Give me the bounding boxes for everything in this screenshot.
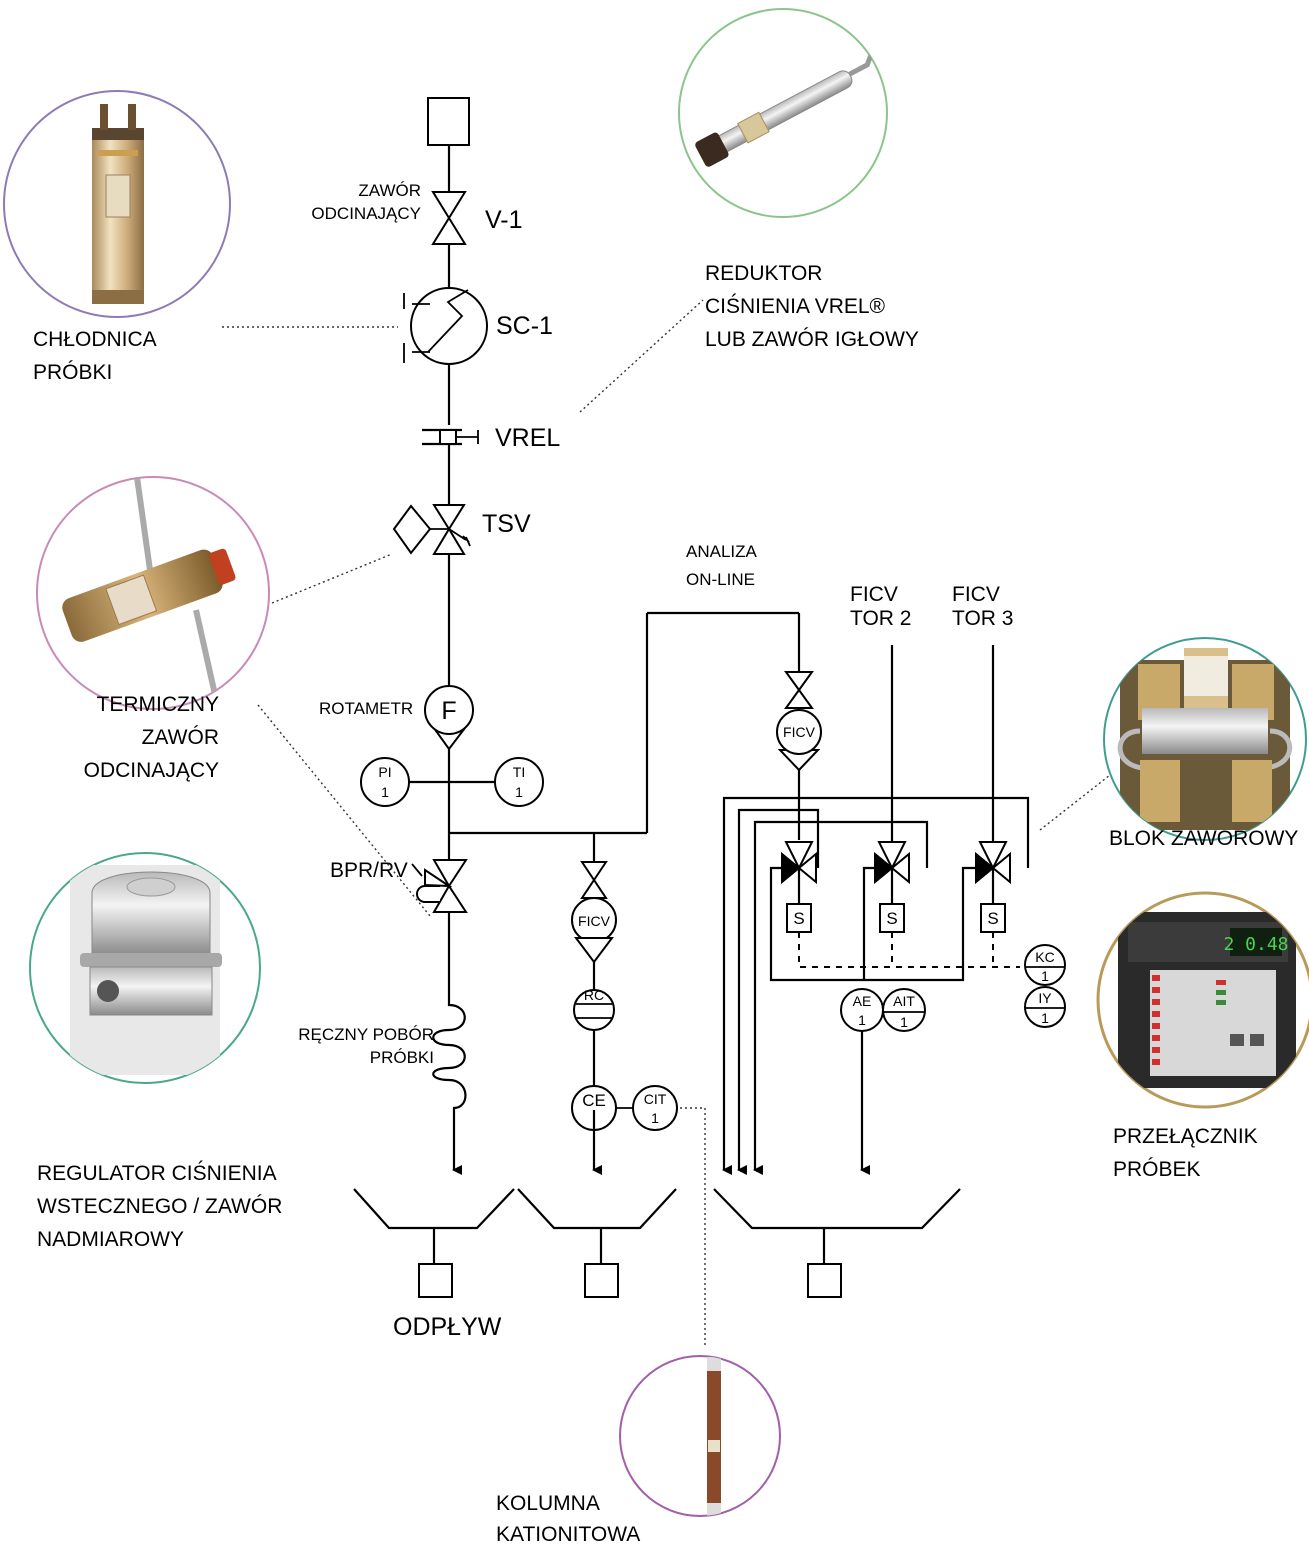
vrel-label: VREL xyxy=(495,424,560,452)
pi-number: 1 xyxy=(381,784,389,800)
reducer-callout-1: REDUKTOR xyxy=(705,262,822,285)
reducer-callout-3: LUB ZAWÓR IGŁOWY xyxy=(705,328,919,351)
thermal-callout-1: TERMICZNY xyxy=(97,693,220,716)
regulator-callout-2: WSTECZNEGO / ZAWÓR xyxy=(37,1195,282,1218)
cation-callout-1: KOLUMNA xyxy=(496,1492,600,1515)
ae-tag: AE xyxy=(853,993,872,1009)
diagram-labels: ZAWÓR ODCINAJĄCY V-1 SC-1 VREL TSV ROTAM… xyxy=(298,181,1013,1341)
cation-callout-2: KATIONITOWA xyxy=(496,1523,640,1545)
rotameter-f: F xyxy=(424,685,474,751)
ti-tag: TI xyxy=(513,764,525,780)
sequencer-display: 2 0.48 xyxy=(1223,934,1288,955)
iy-tag: IY xyxy=(1038,990,1052,1006)
thermal-callout-3: ODCINAJĄCY xyxy=(84,759,219,782)
rotametr-label: ROTAMETR xyxy=(319,699,413,718)
cooler-callout-1: CHŁODNICA xyxy=(33,328,157,351)
stream-switching-valves: S S S KC 1 xyxy=(722,645,1066,1175)
conductivity-branch: FICV RC CE CIT 1 xyxy=(571,833,678,1175)
ficv-tor3-label-2: TOR 3 xyxy=(952,607,1013,630)
regulator-callout-3: NADMIAROWY xyxy=(37,1228,184,1251)
three-way-valve-2: S xyxy=(874,841,910,933)
back-pressure-regulator-photo xyxy=(29,852,261,1084)
controller-kc1: KC 1 xyxy=(1024,944,1066,986)
sample-point-box xyxy=(427,97,470,146)
block-valve-photo xyxy=(1103,637,1307,841)
tsv-label: TSV xyxy=(482,510,531,538)
cation-column-photo xyxy=(619,1355,781,1517)
isolation-valve-label-2: ODCINAJĄCY xyxy=(311,204,421,223)
ti-number: 1 xyxy=(515,784,523,800)
sample-cooler-photo xyxy=(3,90,231,318)
pressure-reducer-photo xyxy=(678,8,888,218)
thermal-shutoff-valve-tsv xyxy=(392,504,471,555)
ficv-lower-tag: FICV xyxy=(578,913,611,929)
ce-tag: CE xyxy=(582,1091,606,1110)
solenoid-1-tag: S xyxy=(793,909,804,928)
online-analysis-label-1: ANALIZA xyxy=(686,542,758,561)
online-analysis-label-2: ON-LINE xyxy=(686,570,755,589)
pressure-indicator-pi1: PI 1 xyxy=(360,757,410,807)
relay-iy1: IY 1 xyxy=(1024,986,1066,1028)
isolation-valve-v1 xyxy=(431,191,467,245)
sample-cooler-sc1 xyxy=(403,287,488,365)
regulator-callout-1: REGULATOR CIŚNIENIA xyxy=(37,1161,277,1185)
ait-tag: AIT xyxy=(893,993,915,1009)
solenoid-3-tag: S xyxy=(987,909,998,928)
ait-number: 1 xyxy=(900,1014,908,1030)
solenoid-2-tag: S xyxy=(886,909,897,928)
ficv-tor3-label-1: FICV xyxy=(952,583,1000,606)
manual-sampling-label-2: PRÓBKI xyxy=(370,1048,434,1067)
reducer-callout-2: CIŚNIENIA VREL® xyxy=(705,294,886,318)
cit-tag: CIT xyxy=(644,1091,667,1107)
sc1-label: SC-1 xyxy=(496,312,553,340)
pressure-reducer-vrel xyxy=(422,428,479,446)
kc-tag: KC xyxy=(1035,949,1054,965)
drain-funnels xyxy=(353,1188,961,1298)
iy-number: 1 xyxy=(1041,1010,1049,1026)
v1-label: V-1 xyxy=(485,206,523,234)
sample-switch-photo: 2 0.48 xyxy=(1096,891,1309,1109)
ficv-online-tag: FICV xyxy=(783,724,816,740)
bpr-rv-label: BPR/RV xyxy=(330,859,408,882)
pi-tag: PI xyxy=(378,764,391,780)
ae-number: 1 xyxy=(858,1012,866,1028)
switch-callout-1: PRZEŁĄCZNIK xyxy=(1113,1125,1258,1148)
ficv-tor2-label-2: TOR 2 xyxy=(850,607,911,630)
cit-number: 1 xyxy=(651,1110,659,1126)
block-valve-callout: BLOK ZAWOROWY xyxy=(1109,827,1298,850)
thermal-valve-photo xyxy=(36,476,270,710)
back-pressure-regulator xyxy=(411,859,468,913)
callout-leaders xyxy=(222,299,1111,1348)
cooler-callout-2: PRÓBKI xyxy=(33,361,112,384)
analyzer-transmitter-ait1: AIT 1 xyxy=(882,988,926,1032)
drain-label: ODPŁYW xyxy=(393,1313,502,1341)
analyzer-element-ae1: AE 1 xyxy=(840,988,884,1032)
manual-sampling-coil xyxy=(432,1000,467,1175)
rotameter-symbol: F xyxy=(441,697,456,725)
isolation-valve-label-1: ZAWÓR xyxy=(358,181,421,200)
main-sample-line: F PI 1 TI 1 xyxy=(360,97,544,1175)
ficv-tor2-label-1: FICV xyxy=(850,583,898,606)
thermal-callout-2: ZAWÓR xyxy=(142,726,219,749)
temperature-indicator-ti1: TI 1 xyxy=(494,757,544,807)
kc-number: 1 xyxy=(1041,968,1049,984)
three-way-valve-3: S xyxy=(975,841,1011,933)
manual-sampling-label-1: RĘCZNY POBÓR xyxy=(298,1025,434,1044)
rc-tag: RC xyxy=(584,987,604,1003)
switch-callout-2: PRÓBEK xyxy=(1113,1158,1201,1181)
online-analysis-branch: FICV xyxy=(449,611,822,840)
three-way-valve-1: S xyxy=(781,841,817,933)
